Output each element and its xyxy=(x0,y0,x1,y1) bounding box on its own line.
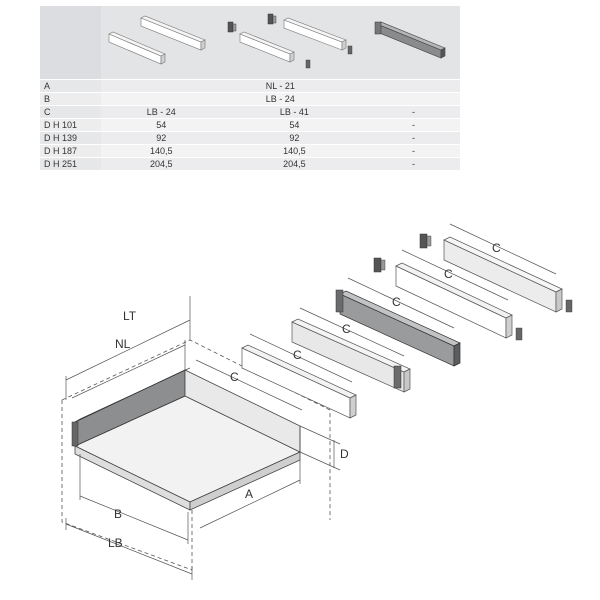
dimension-lt-label: LT xyxy=(123,309,137,323)
dimension-lb-label: LB xyxy=(108,536,123,550)
metal-profile-illustration xyxy=(374,21,446,59)
bracket-icon xyxy=(373,257,386,273)
table-row: B LB - 24 xyxy=(40,92,460,106)
exploded-metal-profile-dim-line xyxy=(347,277,455,329)
row-label: D H 101 xyxy=(40,118,101,132)
row-col2-value: 54 xyxy=(221,118,367,132)
exploded-panel-1-dim-label: C xyxy=(293,348,302,362)
dimension-a: A xyxy=(199,460,301,529)
back-panel-front-piece xyxy=(107,31,166,65)
dimension-lb-line xyxy=(65,523,193,575)
row-col1-value: 54 xyxy=(100,118,222,132)
panels-with-brackets-illustration xyxy=(227,13,353,69)
dimension-b-label: B xyxy=(114,507,122,521)
row-col1-value: 204,5 xyxy=(100,157,222,171)
table-corner-cell xyxy=(40,6,101,80)
metal-profile-piece xyxy=(374,21,446,59)
exploded-panel-2-dim-label: C xyxy=(342,322,351,336)
dimension-c-drawer: C xyxy=(195,359,303,411)
dimension-c-drawer-line xyxy=(195,359,303,411)
table-row: D H 101 54 54 - xyxy=(40,118,460,132)
exploded-metal-profile: C xyxy=(335,277,461,389)
cabinet-outline-left xyxy=(61,400,193,571)
drawer-front-bracket xyxy=(71,421,79,447)
drawer-left-side-top xyxy=(74,367,191,423)
exploded-panel-5-dim-label: C xyxy=(492,241,501,255)
exploded-panel-2-dim-line xyxy=(299,307,405,357)
table-row: C LB - 24 LB - 41 - xyxy=(40,105,460,119)
back-panels-illustration xyxy=(107,15,206,65)
row-col2-value: LB - 41 xyxy=(221,105,367,119)
bracket-mid-top xyxy=(267,13,277,25)
row-col3-value: - xyxy=(366,118,460,132)
exploded-panel-5-dim-line xyxy=(449,223,557,275)
row-col1-value: 140,5 xyxy=(100,144,222,158)
dimension-b-line xyxy=(79,495,189,541)
row-label: D H 187 xyxy=(40,144,101,158)
drawer-body xyxy=(61,339,331,571)
exploded-metal-profile-dim-label: C xyxy=(392,295,401,309)
row-col3-value: - xyxy=(366,105,460,119)
metal-profile-image-cell xyxy=(366,6,460,80)
row-label: D H 251 xyxy=(40,157,101,171)
row-col3-value: - xyxy=(366,131,460,145)
table-image-row xyxy=(40,6,460,80)
exploded-panel-4-dim-line xyxy=(401,249,509,301)
front-panel-piece xyxy=(239,31,295,63)
row-label: A xyxy=(40,79,101,93)
row-col3-value: - xyxy=(366,144,460,158)
bracket-left-top xyxy=(227,21,237,33)
row-merged-value: NL - 21 xyxy=(100,79,460,93)
dimension-c-drawer-label: C xyxy=(230,370,239,384)
dimension-d-ext-top xyxy=(299,425,341,445)
clip-icon xyxy=(565,299,573,313)
table-row: D H 187 140,5 140,5 - xyxy=(40,144,460,158)
drawer-exploded-diagram: LT NL C D A B LB xyxy=(61,223,573,580)
dimension-lt-line xyxy=(65,319,191,381)
exploded-panel-1: C xyxy=(241,333,357,419)
dimension-a-label: A xyxy=(245,487,253,501)
clip-icon xyxy=(515,327,523,341)
dimension-nl-label: NL xyxy=(115,337,131,351)
dimension-d-ext-bottom xyxy=(299,451,341,471)
row-label: C xyxy=(40,105,101,119)
bracket-icon xyxy=(419,233,432,249)
exploded-panel-4: C xyxy=(373,249,523,341)
row-col1-value: 92 xyxy=(100,131,222,145)
row-col2-value: 204,5 xyxy=(221,157,367,171)
panels-with-brackets-image-cell xyxy=(221,6,367,80)
dimension-a-line xyxy=(199,479,301,529)
clip-bottom xyxy=(305,59,311,69)
row-col2-value: 92 xyxy=(221,131,367,145)
row-label: D H 139 xyxy=(40,131,101,145)
back-panels-image-cell xyxy=(100,6,222,80)
dimension-nl: NL xyxy=(71,337,186,399)
table-row: D H 139 92 92 - xyxy=(40,131,460,145)
row-merged-value: LB - 24 xyxy=(100,92,460,106)
dimension-lb: LB xyxy=(65,518,193,580)
clip-right xyxy=(347,45,353,55)
dimension-table-grid: A NL - 21 B LB - 24 C LB - 24 LB - 41 - … xyxy=(40,6,460,171)
table-row: D H 251 204,5 204,5 - xyxy=(40,157,460,171)
exploded-panel-1-dim-line xyxy=(249,333,353,383)
rear-panel-piece xyxy=(283,17,347,51)
table-row: A NL - 21 xyxy=(40,79,460,93)
exploded-panel-4-dim-label: C xyxy=(444,267,453,281)
row-col3-value: - xyxy=(366,157,460,171)
row-col2-value: 140,5 xyxy=(221,144,367,158)
dimension-d-label: D xyxy=(340,447,349,461)
exploded-panel-5: C xyxy=(419,223,573,313)
dimension-d: D xyxy=(299,425,349,471)
row-col1-value: LB - 24 xyxy=(100,105,222,119)
dimension-b: B xyxy=(79,454,189,544)
metal-profile-end-cap xyxy=(335,289,344,313)
back-panel-rear-piece xyxy=(139,15,206,51)
dimension-nl-line xyxy=(71,344,186,399)
dimension-table: A NL - 21 B LB - 24 C LB - 24 LB - 41 - … xyxy=(40,6,460,171)
row-label: B xyxy=(40,92,101,106)
exploded-panel-2: C xyxy=(291,307,411,393)
dimension-lt: LT xyxy=(65,296,191,400)
metal-profile-end-cap-front xyxy=(393,365,402,389)
